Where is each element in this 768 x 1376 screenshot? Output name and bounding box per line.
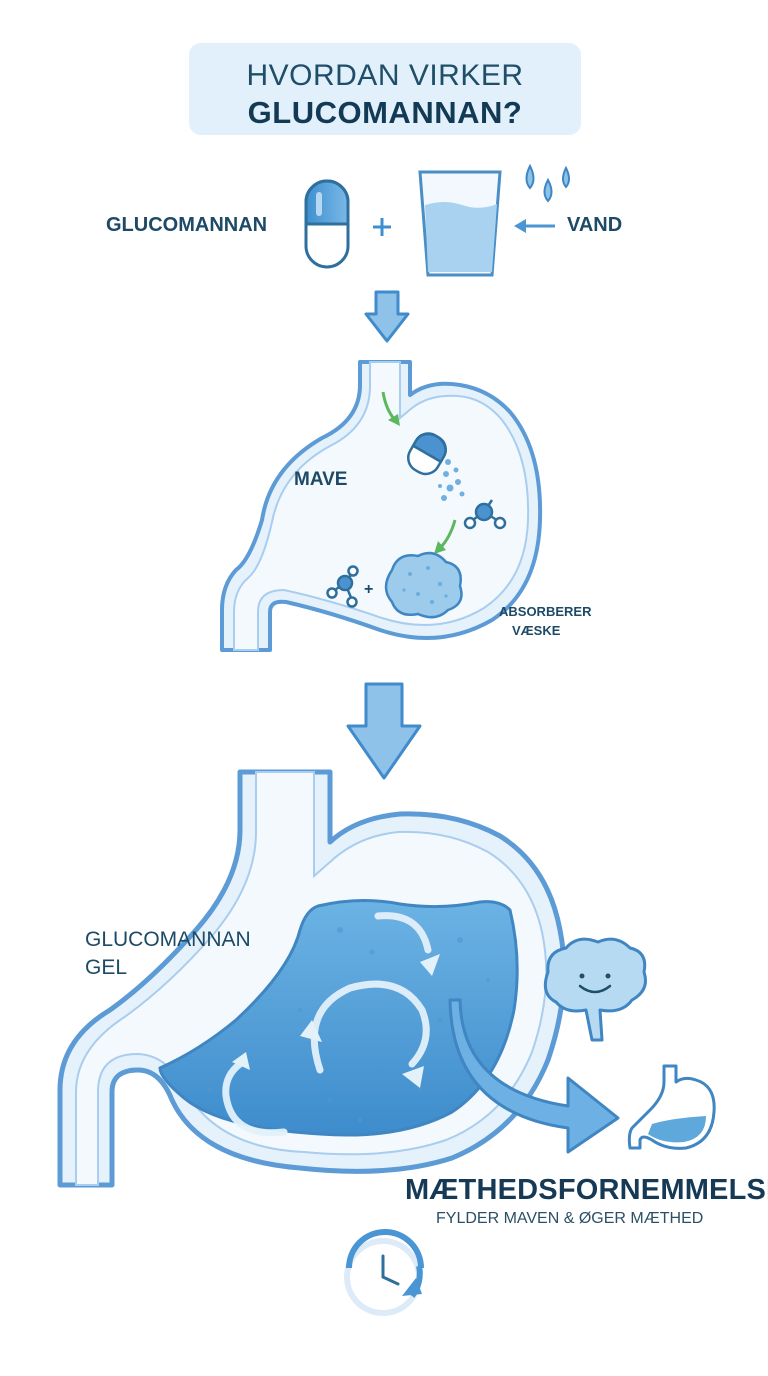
arrow-left-icon — [514, 219, 555, 233]
small-stomach-diagram — [220, 360, 543, 652]
absorb-label-line-2: VÆSKE — [512, 623, 561, 638]
title-line-1: HVORDAN VIRKER — [246, 59, 524, 92]
clock-icon — [344, 1229, 424, 1316]
capsule-label: GLUCOMANNAN — [106, 214, 268, 236]
molecule-icon — [326, 565, 359, 608]
satiety-title: MÆTHEDSFORNEMMELSE — [405, 1174, 768, 1206]
gel-label-line-2: GEL — [85, 956, 128, 979]
absorb-label-line-1: ABSORBERER — [499, 604, 592, 619]
title-box: HVORDAN VIRKER GLUCOMANNAN? — [189, 43, 581, 135]
plus-icon — [373, 218, 391, 236]
satiety-subtitle: FYLDER MAVEN & ØGER MÆTHED — [436, 1210, 704, 1227]
capsule-icon — [304, 179, 350, 269]
molecule-icon — [463, 499, 507, 530]
title-line-2: GLUCOMANNAN? — [247, 95, 523, 130]
arrow-down-icon — [364, 290, 410, 343]
brain-smile-icon — [543, 937, 647, 1042]
water-drops-icon — [525, 163, 570, 203]
stomach-label: MAVE — [294, 469, 348, 490]
arrow-down-icon — [346, 682, 422, 780]
water-glass-icon — [418, 170, 502, 277]
small-stomach-icon — [627, 1064, 716, 1150]
molecule-plus: + — [364, 581, 373, 598]
large-stomach-diagram — [57, 769, 567, 1188]
curved-arrow-icon — [448, 998, 620, 1154]
water-label: VAND — [567, 214, 623, 236]
gel-blob-icon — [384, 551, 463, 619]
gel-label-line-1: GLUCOMANNAN — [85, 928, 251, 951]
